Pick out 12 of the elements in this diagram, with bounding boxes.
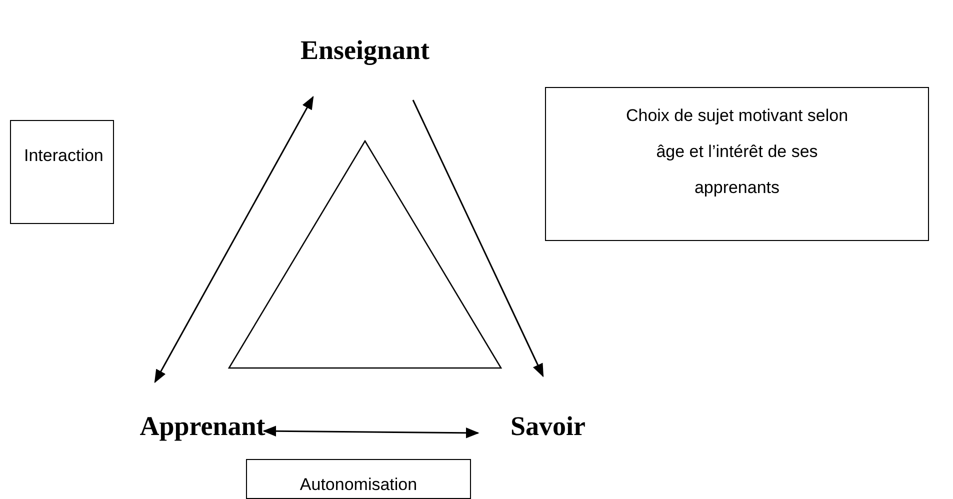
role-label: Apprenant: [140, 410, 265, 443]
role-label: Enseignant: [299, 34, 431, 67]
arrow: [412, 100, 544, 378]
arrow: [154, 96, 314, 384]
box-text: Interaction: [24, 145, 104, 167]
arrow: [262, 426, 480, 438]
box-text: Choix de sujet motivant selon âge et l’intérêt de ses apprenants: [624, 105, 850, 199]
text-box: [545, 87, 929, 241]
box-text: Autonomisation: [298, 474, 418, 496]
text-box: [10, 120, 114, 224]
role-label: Savoir: [509, 410, 586, 442]
text-box: [246, 459, 471, 499]
